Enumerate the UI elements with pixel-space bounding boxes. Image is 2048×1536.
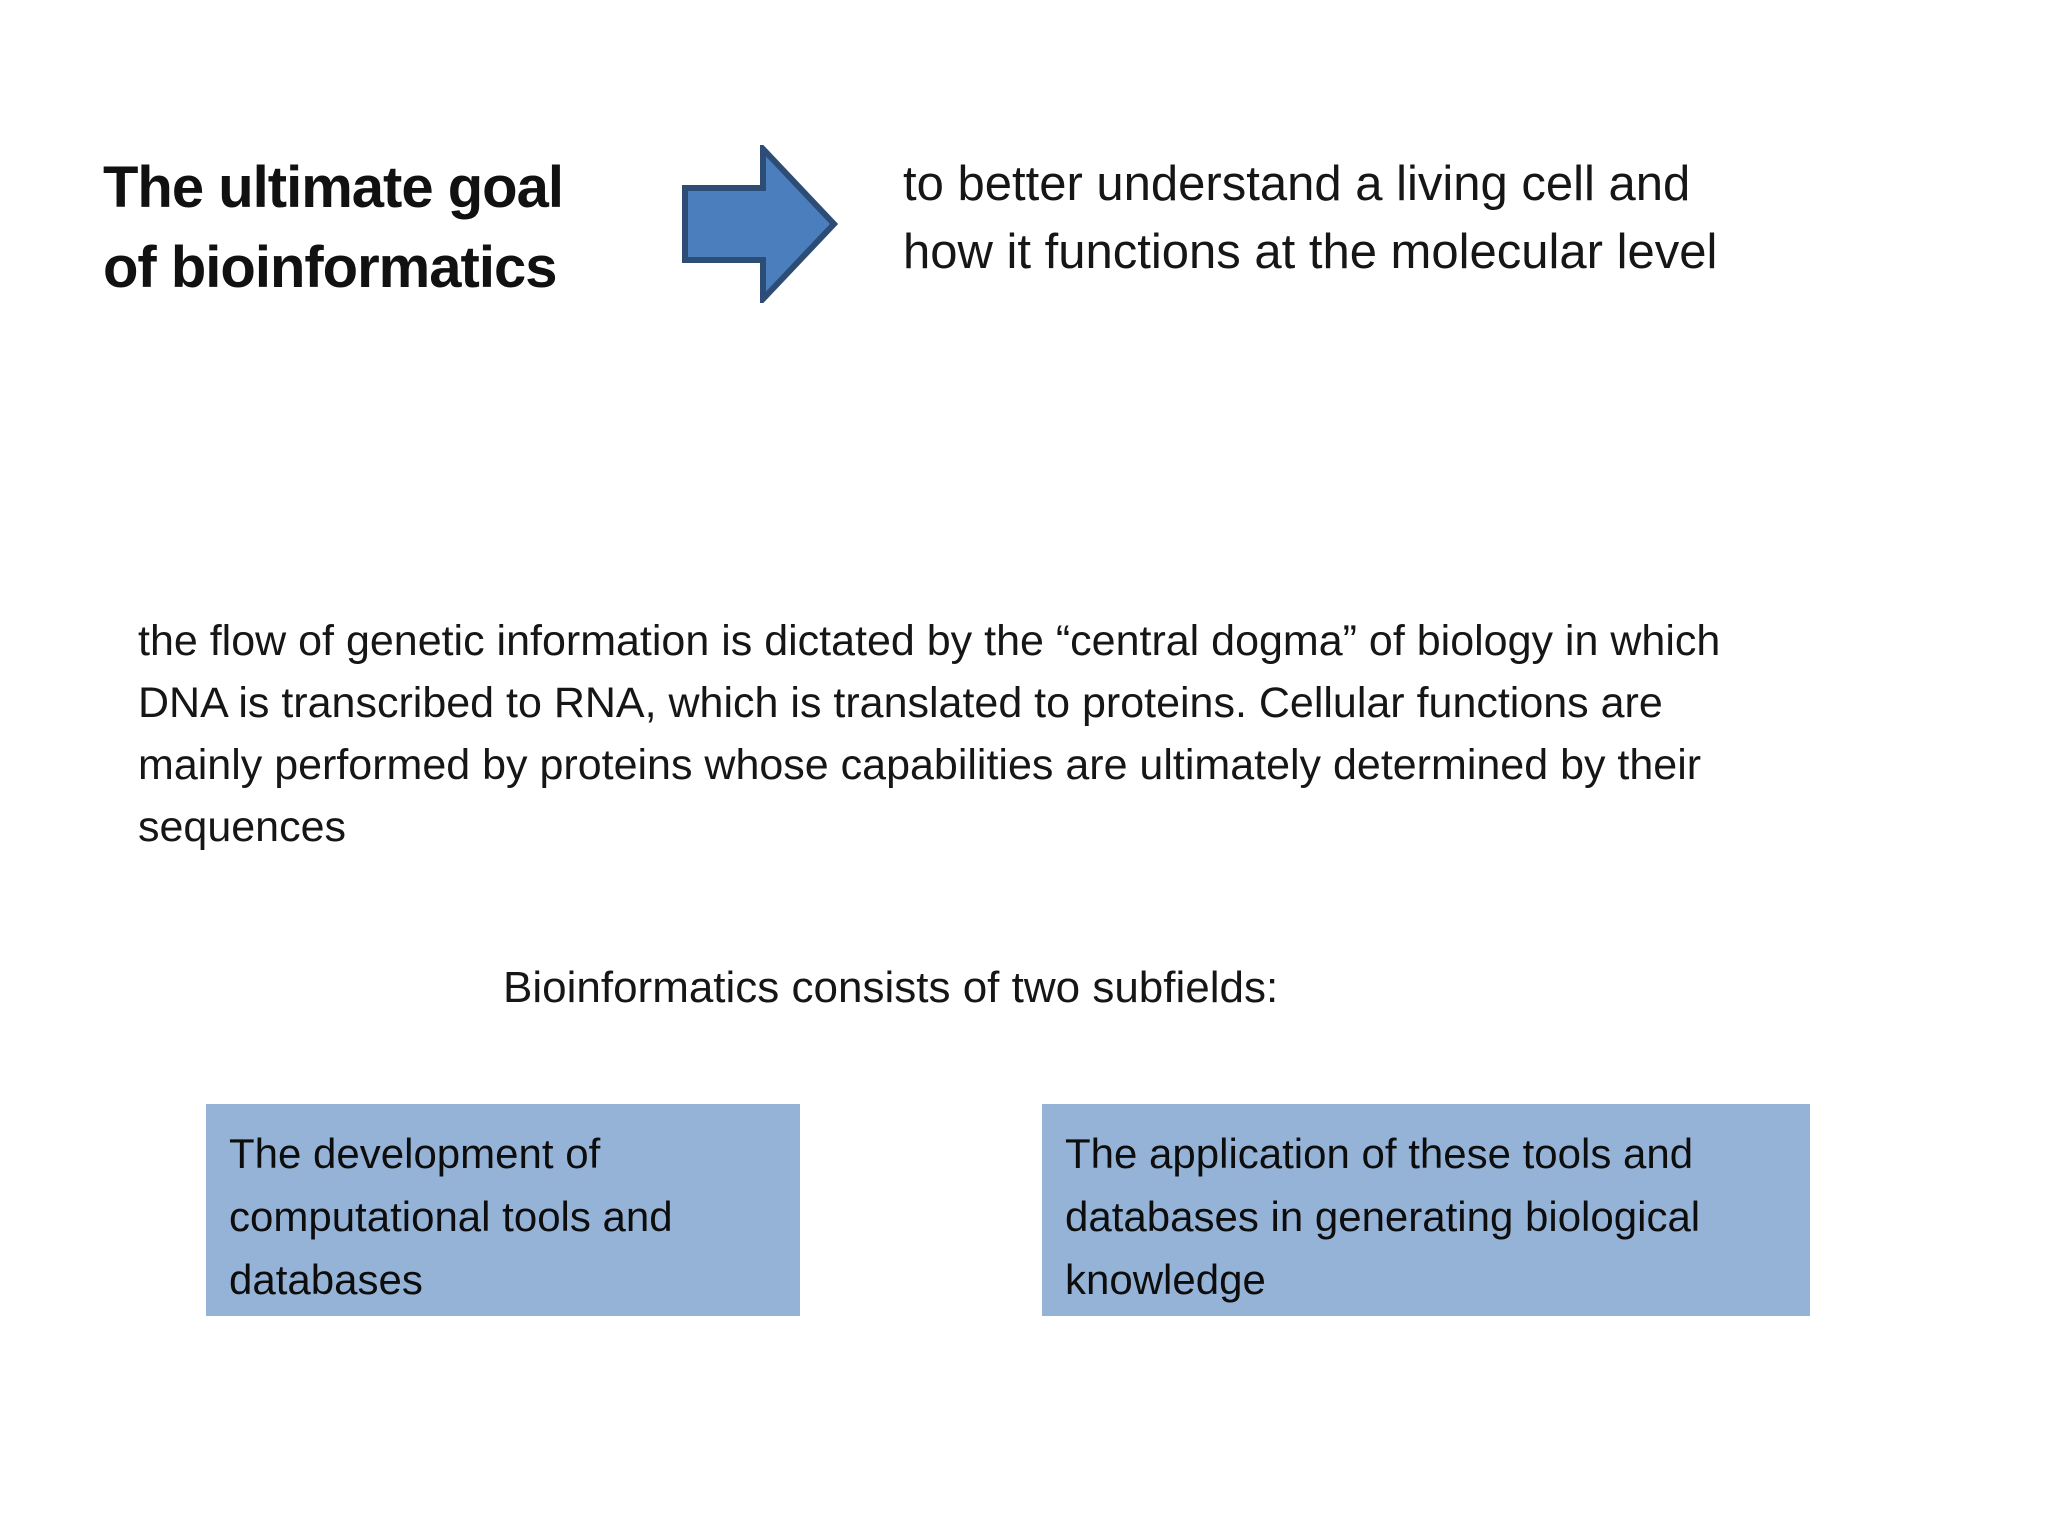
text-line: databases in generating biological — [1065, 1193, 1701, 1240]
text-line: sequences — [138, 803, 346, 851]
text-line: DNA is transcribed to RNA, which is tran… — [138, 679, 1663, 727]
text-line: the flow of genetic information is dicta… — [138, 617, 1721, 665]
text-line: databases — [229, 1256, 423, 1303]
slide-title: The ultimate goal of bioinformatics — [103, 148, 564, 308]
goal-description-text: to better understand a living cell and ho… — [903, 150, 1717, 286]
right-arrow-shape — [682, 141, 839, 307]
central-dogma-paragraph: the flow of genetic information is dicta… — [138, 610, 1958, 858]
subfield-box-application: The application of these tools and databa… — [1042, 1104, 1810, 1316]
text-line: mainly performed by proteins whose capab… — [138, 741, 1702, 789]
text-line: how it functions at the molecular level — [903, 225, 1718, 279]
text-line: knowledge — [1065, 1256, 1266, 1303]
subfields-heading: Bioinformatics consists of two subfields… — [503, 963, 1279, 1012]
subfield-box-development: The development of computational tools an… — [206, 1104, 800, 1316]
text-line: The ultimate goal — [103, 155, 564, 220]
text-line: of bioinformatics — [103, 235, 557, 300]
text-line: The development of — [229, 1130, 601, 1177]
text-line: to better understand a living cell and — [903, 157, 1691, 211]
text-line: computational tools and — [229, 1193, 673, 1240]
text-line: The application of these tools and — [1065, 1130, 1694, 1177]
right-arrow-icon — [682, 141, 839, 307]
